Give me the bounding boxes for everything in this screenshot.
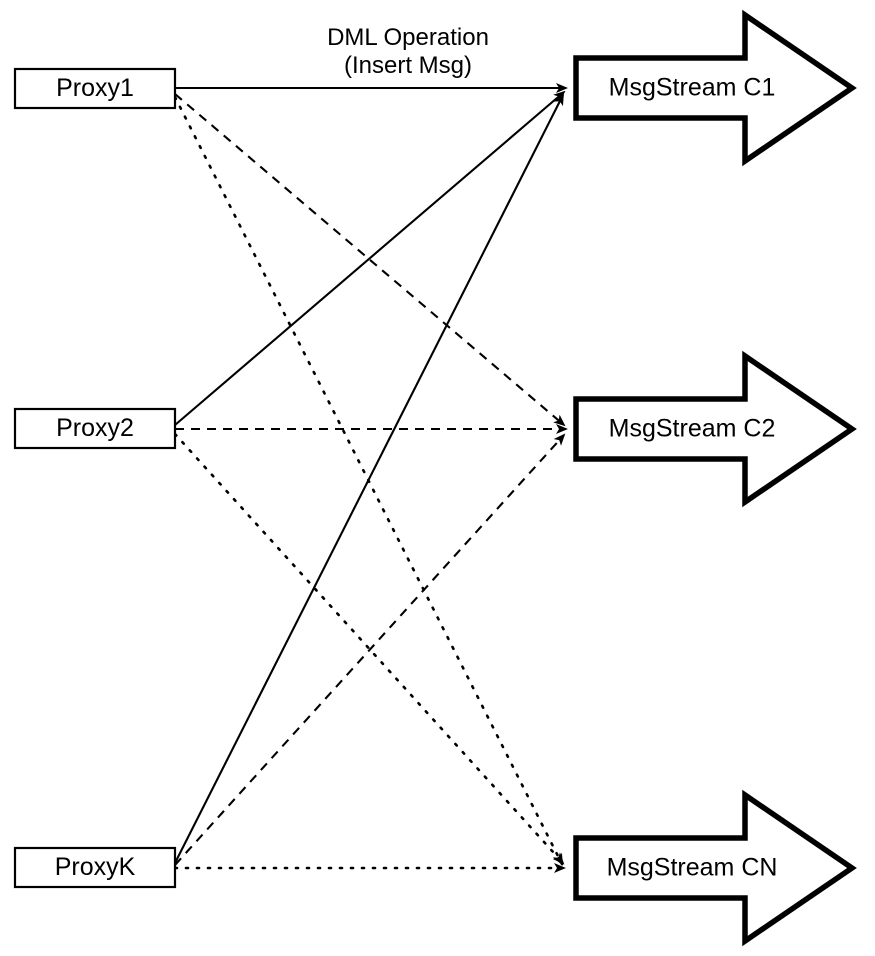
edge-label-line-2: (Insert Msg) [344, 52, 472, 79]
edge-label-line-1: DML Operation [327, 24, 489, 51]
proxyk-box[interactable] [13, 846, 177, 889]
source-node-proxy2[interactable]: Proxy2 [13, 407, 177, 450]
link-proxy2-to-c1[interactable] [174, 90, 566, 426]
source-node-proxy1[interactable]: Proxy1 [13, 67, 177, 110]
target-node-msgstream-c1[interactable]: MsgStream C1 [573, 9, 857, 167]
link-proxyk-to-c2[interactable] [174, 433, 566, 866]
proxy2-label: Proxy2 [56, 414, 134, 442]
msgstream-c2-arrow-shape[interactable] [573, 350, 857, 508]
target-node-msgstream-cn[interactable]: MsgStream CN [573, 789, 857, 947]
link-proxy1-to-c2[interactable] [174, 93, 566, 427]
proxy1-label: Proxy1 [56, 74, 134, 102]
target-node-msgstream-c2[interactable]: MsgStream C2 [573, 350, 857, 508]
proxy2-box[interactable] [13, 407, 177, 450]
source-node-proxyk[interactable]: ProxyK [13, 846, 177, 889]
msgstream-c1-arrow-shape[interactable] [573, 9, 857, 167]
connector-layer [173, 83, 568, 873]
msgstream-c2-label: MsgStream C2 [609, 415, 776, 443]
msgstream-cn-label: MsgStream CN [607, 854, 778, 882]
proxyk-label: ProxyK [55, 853, 136, 881]
edge-label-dml-operation: DML Operation (Insert Msg) [327, 24, 489, 79]
proxy1-box[interactable] [13, 67, 177, 110]
link-proxy2-to-cn[interactable] [173, 432, 565, 865]
msgstream-cn-arrow-shape[interactable] [573, 789, 857, 947]
link-proxyk-to-c1[interactable] [174, 93, 564, 864]
msgstream-c1-label: MsgStream C1 [609, 74, 776, 102]
